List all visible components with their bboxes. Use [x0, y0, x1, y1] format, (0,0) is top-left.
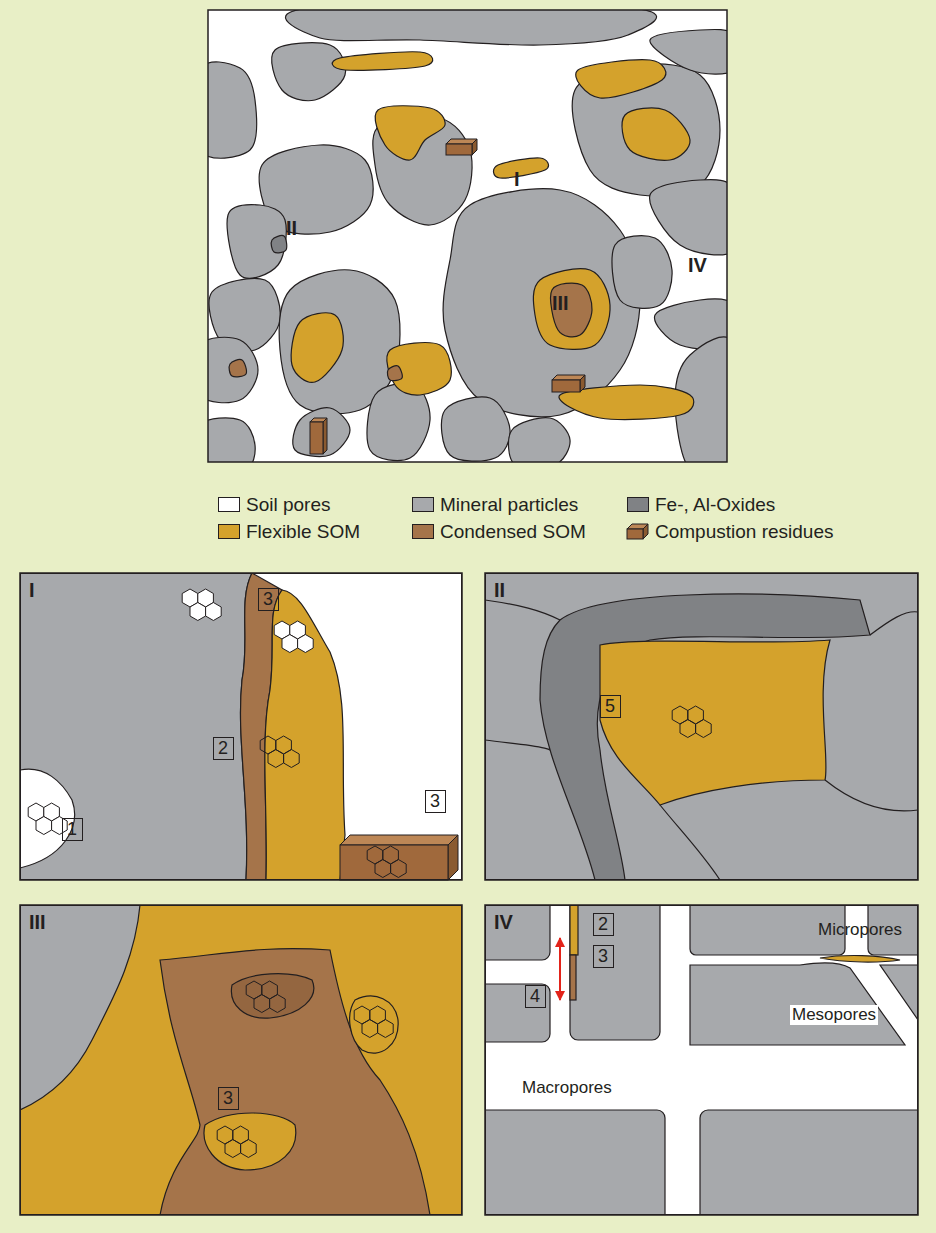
pah-molecule [36, 817, 52, 835]
combustion-residue [552, 380, 580, 392]
combustion-residue [627, 529, 643, 539]
pah-molecule [225, 1140, 241, 1158]
soil-particle [387, 366, 402, 381]
legend-text: Compustion residues [655, 521, 833, 543]
panel-label: II [494, 579, 505, 602]
soil-particle [286, 10, 657, 45]
pah-molecule [241, 1140, 257, 1158]
pah-molecule [391, 860, 407, 878]
soil-particle [293, 408, 350, 457]
region-label: III [552, 292, 569, 315]
callout-box: 3 [258, 588, 279, 611]
callout-box: 3 [425, 790, 446, 813]
callout-box: 4 [525, 985, 546, 1008]
pah-molecule [284, 750, 300, 768]
legend-text: Fe-, Al-Oxides [655, 494, 775, 516]
combustion-residue [472, 139, 477, 155]
legend-text: Condensed SOM [440, 521, 586, 543]
legend-swatch [218, 497, 240, 512]
soil-particle [622, 108, 690, 160]
soil-particle [551, 283, 592, 337]
legend-swatch [412, 524, 434, 539]
soil-particle [441, 397, 510, 461]
pah-molecule [696, 720, 712, 738]
region-label: I [514, 168, 520, 191]
pore-label: Mesopores [790, 1005, 878, 1025]
soil-particle [375, 106, 445, 160]
soil-particle [291, 313, 343, 383]
combustion-residue [448, 835, 458, 880]
detail-panel: III 3 [20, 905, 462, 1215]
soil-particle [332, 52, 433, 71]
detail-panel: I 3 2 3 1 [20, 573, 462, 880]
panel-label: I [29, 579, 35, 602]
soil-particle [387, 343, 451, 396]
callout-box: 3 [593, 945, 614, 968]
panel-label: III [29, 911, 46, 934]
soil-particle [208, 337, 258, 402]
soil-particle [650, 180, 727, 255]
combustion-residue [310, 422, 323, 454]
pore-label: Micropores [818, 920, 902, 940]
soil-particle [208, 418, 255, 462]
soil-particle [533, 269, 610, 350]
region-label: II [286, 217, 297, 240]
callout-number: 3 [598, 946, 608, 967]
soil-particle [208, 62, 257, 158]
soil-particle [612, 236, 672, 309]
pah-molecule [206, 603, 222, 621]
callout-box: 5 [600, 695, 621, 718]
pah-molecule [298, 635, 314, 653]
combustion-residue [323, 418, 327, 454]
callout-box: 2 [593, 913, 614, 936]
pah-molecule [378, 1020, 394, 1038]
pah-molecule [680, 720, 696, 738]
soil-particle [508, 418, 570, 462]
callout-number: 3 [263, 589, 273, 610]
pah-molecule [375, 860, 391, 878]
detail-panel: II 5 [485, 573, 918, 880]
legend-text: Soil pores [246, 494, 331, 516]
soil-particle [227, 205, 286, 279]
callout-box: 2 [213, 737, 234, 760]
detail-panel: IV 2 3 4 [485, 905, 918, 1215]
panel-label: IV [494, 911, 513, 934]
combustion-residue [580, 375, 585, 392]
callout-number: 3 [223, 1088, 233, 1109]
soil-particle [229, 360, 246, 377]
callout-number: 2 [218, 738, 228, 759]
pah-molecule [282, 635, 298, 653]
legend-swatch [412, 497, 434, 512]
callout-box: 1 [62, 818, 83, 841]
legend-text: Flexible SOM [246, 521, 360, 543]
legend-text: Mineral particles [440, 494, 578, 516]
callout-number: 5 [605, 696, 615, 717]
callout-number: 4 [530, 986, 540, 1007]
callout-box: 3 [218, 1087, 239, 1110]
pah-molecule [52, 817, 68, 835]
combustion-residue [643, 524, 648, 539]
soil-particle [443, 189, 640, 417]
soil-particle [576, 60, 666, 98]
combustion-residue [446, 144, 472, 155]
pah-molecule [268, 750, 284, 768]
pah-molecule [254, 995, 270, 1013]
callout-number: 2 [598, 914, 608, 935]
legend-swatch [627, 497, 649, 512]
region-label: IV [688, 254, 707, 277]
callout-number: 3 [430, 791, 440, 812]
pah-molecule [270, 995, 286, 1013]
combustion-residue [340, 835, 458, 845]
soil-particle [494, 158, 549, 178]
pah-molecule [190, 603, 206, 621]
legend-swatch [218, 524, 240, 539]
soil-particle [271, 236, 287, 253]
callout-number: 1 [67, 819, 77, 840]
combustion-residue [340, 845, 448, 880]
pah-molecule [362, 1020, 378, 1038]
soil-particle [272, 43, 346, 101]
pore-label: Macropores [520, 1078, 614, 1098]
